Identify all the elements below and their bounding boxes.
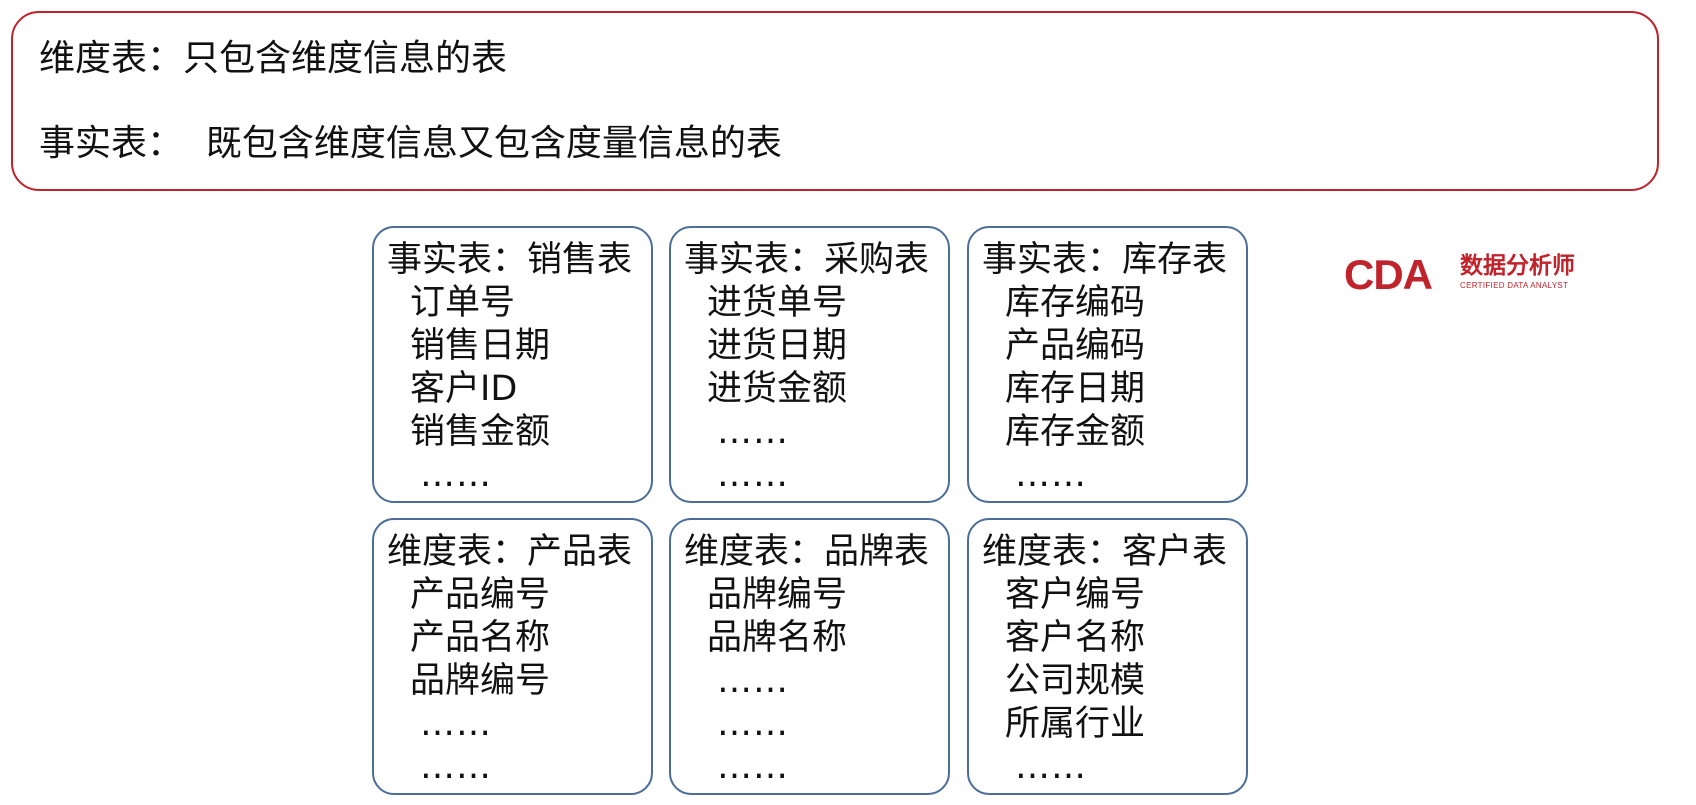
card-field: 库存金额 — [1005, 412, 1146, 452]
card-field: 订单号 — [410, 283, 516, 323]
card-field: 库存日期 — [1005, 369, 1146, 409]
card-field: 客户ID — [410, 369, 518, 409]
card-field-ellipsis: …… — [717, 704, 789, 744]
card-field: 产品编码 — [1005, 326, 1146, 366]
card-sales-fact-table: 事实表：销售表 订单号 销售日期 客户ID 销售金额 …… — [372, 226, 653, 503]
dimension-table-definition: 维度表：只包含维度信息的表 — [39, 38, 508, 79]
card-field-ellipsis: …… — [1015, 455, 1087, 495]
card-field: 销售金额 — [410, 412, 551, 452]
cda-logo-english-name: CERTIFIED DATA ANALYST — [1460, 281, 1569, 290]
fact-table-definition: 事实表： 既包含维度信息又包含度量信息的表 — [39, 123, 782, 164]
card-field-list: 订单号 销售日期 客户ID 销售金额 …… — [410, 282, 550, 497]
card-field-ellipsis: …… — [717, 412, 789, 452]
card-field: 公司规模 — [1005, 661, 1146, 701]
card-brand-dimension-table: 维度表：品牌表 品牌编号 品牌名称 …… …… …… — [669, 518, 950, 795]
card-field-list: 品牌编号 品牌名称 …… …… …… — [707, 574, 847, 789]
cda-logo: CDA 数据分析师 CERTIFIED DATA ANALYST — [1344, 253, 1580, 297]
card-field-list: 客户编号 客户名称 公司规模 所属行业 …… — [1005, 574, 1145, 789]
card-title: 维度表：品牌表 — [684, 532, 930, 572]
card-field-ellipsis: …… — [717, 747, 789, 787]
card-field-list: 库存编码 产品编码 库存日期 库存金额 …… — [1005, 282, 1145, 497]
card-field-ellipsis: …… — [717, 455, 789, 495]
card-title: 维度表：客户表 — [982, 532, 1228, 572]
card-field-list: 进货单号 进货日期 进货金额 …… …… — [707, 282, 847, 497]
cda-logo-chinese-name: 数据分析师 — [1460, 253, 1575, 279]
card-field: 客户编号 — [1005, 575, 1146, 615]
cda-logo-mark: CDA — [1344, 251, 1433, 298]
card-field-ellipsis: …… — [1015, 747, 1087, 787]
card-product-dimension-table: 维度表：产品表 产品编号 产品名称 品牌编号 …… …… — [372, 518, 653, 795]
card-field: 品牌编号 — [410, 661, 551, 701]
card-purchase-fact-table: 事实表：采购表 进货单号 进货日期 进货金额 …… …… — [669, 226, 950, 503]
card-title: 事实表：销售表 — [387, 240, 633, 280]
card-field: 客户名称 — [1005, 618, 1146, 658]
card-title: 维度表：产品表 — [387, 532, 633, 572]
card-field-list: 产品编号 产品名称 品牌编号 …… …… — [410, 574, 550, 789]
card-inventory-fact-table: 事实表：库存表 库存编码 产品编码 库存日期 库存金额 …… — [967, 226, 1248, 503]
card-title: 事实表：库存表 — [982, 240, 1228, 280]
card-field-ellipsis: …… — [420, 704, 492, 744]
card-field: 进货单号 — [707, 283, 848, 323]
card-field: 进货日期 — [707, 326, 848, 366]
card-field: 产品编号 — [410, 575, 551, 615]
card-field-ellipsis: …… — [420, 455, 492, 495]
card-field: 库存编码 — [1005, 283, 1146, 323]
card-title: 事实表：采购表 — [684, 240, 930, 280]
card-field: 进货金额 — [707, 369, 848, 409]
card-field-ellipsis: …… — [420, 747, 492, 787]
card-field: 销售日期 — [410, 326, 551, 366]
card-field-ellipsis: …… — [717, 661, 789, 701]
definitions-box: 维度表：只包含维度信息的表 事实表： 既包含维度信息又包含度量信息的表 — [11, 11, 1659, 191]
card-field: 品牌编号 — [707, 575, 848, 615]
card-customer-dimension-table: 维度表：客户表 客户编号 客户名称 公司规模 所属行业 …… — [967, 518, 1248, 795]
card-field: 产品名称 — [410, 618, 551, 658]
card-field: 品牌名称 — [707, 618, 848, 658]
card-field: 所属行业 — [1005, 704, 1146, 744]
